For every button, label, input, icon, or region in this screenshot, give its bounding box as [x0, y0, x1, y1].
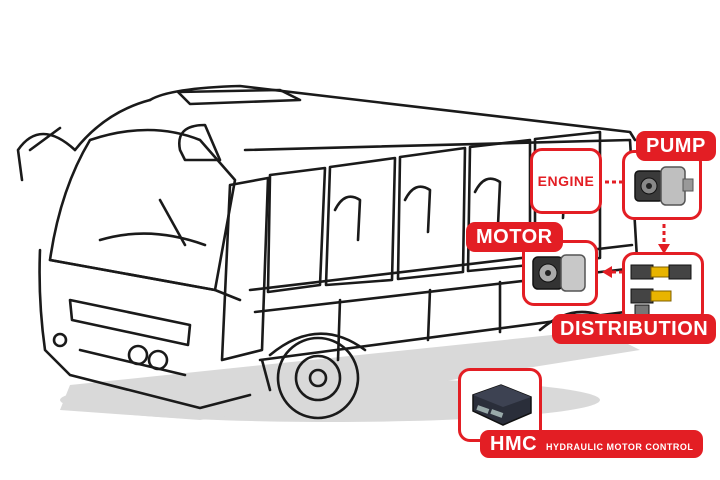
pump-label: PUMP — [636, 131, 716, 161]
control-unit-icon — [472, 384, 532, 426]
distribution-label: DISTRIBUTION — [552, 314, 717, 344]
motor-icon — [532, 254, 586, 292]
pump-icon — [634, 166, 694, 206]
motor-label: MOTOR — [466, 222, 563, 252]
arrow-icon — [658, 224, 670, 254]
pump-box — [622, 150, 702, 220]
hmc-subtitle: HYDRAULIC MOTOR CONTROL — [546, 442, 694, 452]
engine-box: ENGINE — [530, 148, 602, 214]
valve-block-icon — [630, 264, 692, 316]
hmc-box — [458, 368, 542, 442]
hmc-label: HMC HYDRAULIC MOTOR CONTROL — [480, 430, 704, 458]
hmc-title: HMC — [490, 433, 538, 455]
distribution-box — [622, 252, 704, 324]
engine-label: ENGINE — [537, 173, 595, 189]
